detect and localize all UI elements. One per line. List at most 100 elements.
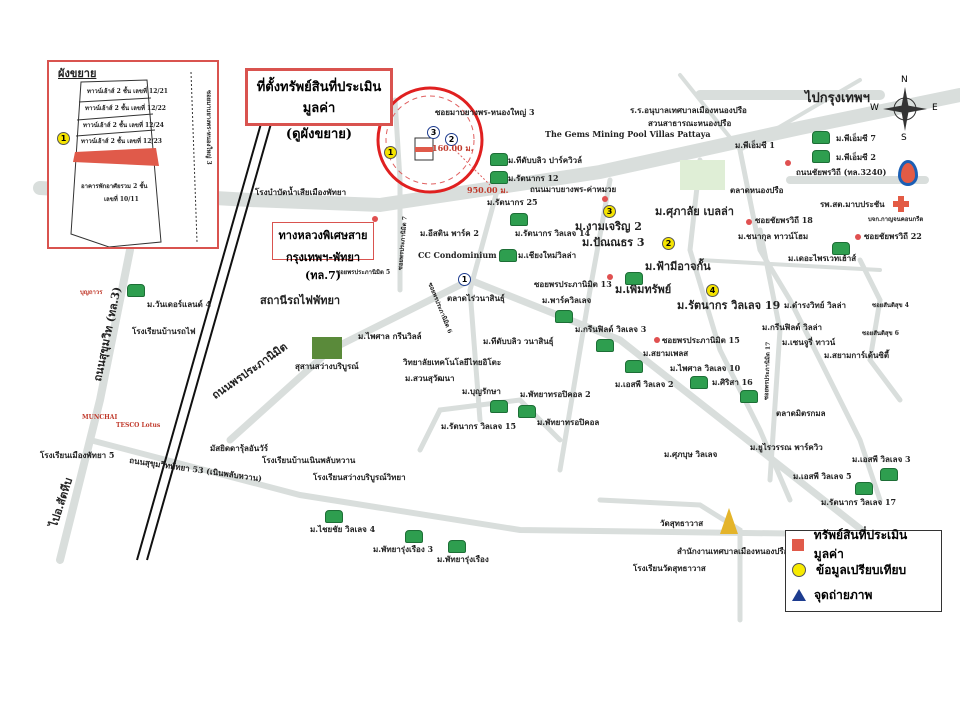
poi-label: ม.ยูไรวรรณ พาร์ควิว xyxy=(750,442,823,452)
photo-point-marker: 3 xyxy=(427,126,440,139)
poi-label: ม.สยามการ์เด้นซิตี้ xyxy=(824,350,890,360)
compass-rose-icon xyxy=(883,87,927,131)
title-line1: ที่ตั้งทรัพย์สินที่ประเมินมูลค่า xyxy=(256,80,382,116)
comparable-marker: 3 xyxy=(603,205,616,218)
poi-label: ม.ไชยชัย วิลเลจ 4 xyxy=(310,524,376,534)
poi-label: ม.ปัณณธร 3 xyxy=(582,236,645,249)
road-label: ซอยสันติสุข 6 xyxy=(862,330,899,337)
poi-label: โรงเรียนวัดสุทธาวาส xyxy=(633,563,706,573)
poi-label: ม.ศุภาลัย เบลล่า xyxy=(655,205,734,218)
poi-label: ม.รัตนากร 25 xyxy=(487,197,538,207)
compass-s: S xyxy=(901,133,907,143)
poi-label: ม.วันเดอร์แลนด์ 4 xyxy=(147,299,212,309)
housing-icon xyxy=(832,242,850,255)
comparable-marker: 2 xyxy=(662,237,675,250)
poi-label: ม.พาร์ควิลเลจ xyxy=(542,295,592,305)
poi-label: ม.ทีดับบลิว ปาร์ควิวล์ xyxy=(508,155,582,165)
poi-label: โรงเรียนสว่างบริบูรณ์วิทยา xyxy=(313,472,406,482)
poi-label: วัดสุทธาวาส xyxy=(660,518,704,528)
road-pattaya-53 xyxy=(87,437,903,538)
road-label: ซอยสันติสุข 4 xyxy=(872,302,909,309)
photo-marker: 1 xyxy=(57,132,70,145)
poi-label: ม.กรีนฟิลด์ วิลล่า xyxy=(762,322,823,332)
road-label: ซอยชัยพรวิถี 18 xyxy=(755,215,813,225)
highway-line1: ทางหลวงพิเศษสาย xyxy=(278,229,368,242)
compass: N S W E xyxy=(870,75,938,145)
poi-label: สวนสาธารณะหนองปรือ xyxy=(648,118,732,128)
poi-label: สุสานสว่างบริบูรณ์ xyxy=(295,361,359,371)
poi-label: โรงเรียนบ้านรถไฟ xyxy=(132,326,196,336)
store-logo: TESCO Lotus xyxy=(116,422,161,429)
photo-point-marker: 2 xyxy=(445,133,458,146)
poi-label: ม.กรีนฟิลด์ วิลเลจ 3 xyxy=(575,324,647,334)
poi-label: ม.พีเอ็มซี 2 xyxy=(836,152,876,162)
housing-icon xyxy=(325,510,343,523)
title-line2: (ดูผังขยาย) xyxy=(285,127,353,142)
poi-label: ซอยมาบยางพร-หนองใหญ่ 3 xyxy=(435,107,535,117)
poi-label: ม.สยามเพลส xyxy=(643,348,689,358)
poi-label: ม.อีสติน พาร์ค 2 xyxy=(420,228,479,238)
poi-label: ม.เดอะไพรเวทเฮ้าส์ xyxy=(788,253,857,263)
poi-label: บจก.กาญจนคอนกรีต xyxy=(868,216,924,223)
store-logo: MUNCHAI xyxy=(82,414,118,421)
comparable-circle-icon xyxy=(792,563,806,577)
poi-label: ม.ชนากุล ทาวน์โฮม xyxy=(738,231,809,241)
housing-icon xyxy=(625,272,643,285)
poi-label: ม.ไพศาล กรีนวิลล์ xyxy=(358,331,422,341)
legend-comparable: ข้อมูลเปรียบเทียบ xyxy=(816,562,907,577)
housing-icon xyxy=(855,482,873,495)
subject-marker: 1 xyxy=(384,146,397,159)
compass-e: E xyxy=(932,103,938,113)
poi-dot xyxy=(785,160,791,166)
subject-square-icon xyxy=(792,539,804,551)
housing-icon xyxy=(510,213,528,226)
inset-title: ผังขยาย xyxy=(58,67,97,80)
poi-label: ม.พัทยาทรอปิคอล xyxy=(537,417,600,427)
poi-label: ตลาดมิตรกมล xyxy=(776,408,826,418)
housing-icon xyxy=(740,390,758,403)
poi-label: ม.เอสพี วิลเลจ 5 xyxy=(793,471,852,481)
housing-icon xyxy=(127,284,145,297)
poi-dot xyxy=(654,337,660,343)
poi-label: สำนักงานเทศบาลเมืองหนองปรือ xyxy=(677,546,789,556)
poi-label: ม.เซนจูรี่ ทาวน์ xyxy=(782,337,836,347)
housing-icon xyxy=(499,249,517,262)
distance-label: 160.00 ม. xyxy=(432,143,474,153)
road-label: ถนนชัยพรวิถี (ทล.3240) xyxy=(796,167,887,177)
highway-line2: กรุงเทพฯ-พัทยา (ทล.7) xyxy=(285,251,361,282)
poi-label: ม.เชียงใหม่วิลล่า xyxy=(518,250,577,260)
poi-label: ม.พัทยาทรอปิคอล 2 xyxy=(520,389,591,399)
road-label: ซอยพรประภานิมิต 13 xyxy=(534,279,612,289)
poi-label: รพ.สต.มาบประชัน xyxy=(820,199,885,209)
road-label: ถนนมาบยางพร-ค่าหมวย xyxy=(530,184,617,194)
photo-point-icon xyxy=(792,589,806,601)
inset-row: ทาวน์เฮ้าส์ 2 ชั้น เลขที่ 12/21 xyxy=(87,88,168,95)
inset-building: อาคารพักอาศัยรวม 2 ชั้น xyxy=(81,183,148,190)
highway-label: ทางหลวงพิเศษสาย กรุงเทพฯ-พัทยา (ทล.7) xyxy=(272,222,374,282)
housing-icon xyxy=(490,153,508,166)
poi-label: ม.พีเอ็มซี 1 xyxy=(735,140,775,150)
poi-label: ม.พีเอ็มซี 7 xyxy=(836,133,876,143)
poi-label: ม.รัตนากร วิลเลจ 19 xyxy=(677,299,781,312)
housing-icon xyxy=(518,405,536,418)
inset-road: ซอยมาบยางพร-หนองใหญ่ 3 xyxy=(205,90,212,165)
comparable-marker: 4 xyxy=(706,284,719,297)
poi-label: ม.เอสพี วิลเลจ 2 xyxy=(615,379,674,389)
direction-label: ไปกรุงเทพฯ xyxy=(805,91,870,106)
poi-dot xyxy=(855,234,861,240)
poi-label: ม.เพิ่มทรัพย์ xyxy=(615,283,672,296)
inset-row: ทาวน์เฮ้าส์ 2 ชั้น เลขที่ 12/23 xyxy=(81,138,162,145)
site-plan-inset: ผังขยาย ทาวน์เฮ้าส์ 2 ชั้น เลขที่ 12/21 … xyxy=(47,60,219,249)
poi-label: ม.รัตนากร วิลเลจ 14 xyxy=(515,228,591,238)
subject-radius-circle xyxy=(376,86,484,194)
poi-label: ม.ดำรงวิทย์ วิลล่า xyxy=(784,300,846,310)
road-label: ซอยพรประภานิมิต 5 xyxy=(336,269,391,276)
poi-label: ม.พัทยารุ่งเรือง 3 xyxy=(373,544,434,554)
poi-label: ตลาดไร่วนาสินธุ์ xyxy=(447,293,505,303)
legend-photo: จุดถ่ายภาพ xyxy=(814,587,873,602)
poi-label: มัสยิดดารุ้ลอันวัร์ xyxy=(210,443,268,453)
poi-label: ม.งามเจริญ 2 xyxy=(575,220,642,233)
housing-icon xyxy=(596,339,614,352)
poi-dot xyxy=(607,274,613,280)
poi-label: ร.ร.อนุบาลเทศบาลเมืองหนองปรือ xyxy=(630,105,747,115)
